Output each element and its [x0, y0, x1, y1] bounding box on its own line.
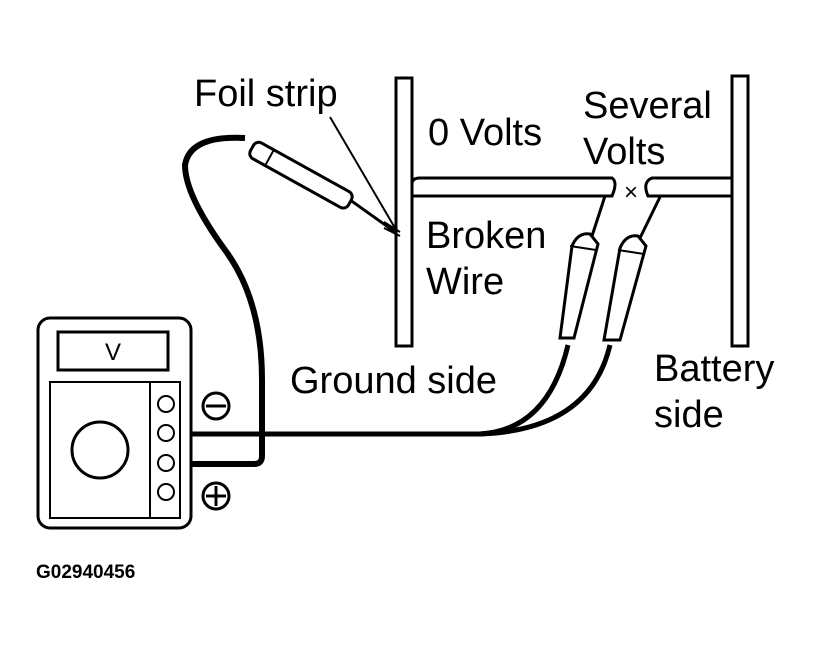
label-broken-wire-line2: Wire — [426, 261, 504, 303]
probe-battery-side — [602, 196, 662, 342]
meter-jack-4 — [157, 483, 175, 501]
label-foil-strip: Foil strip — [194, 73, 338, 115]
ground-probe-lead — [178, 134, 396, 467]
label-ground-side: Ground side — [290, 360, 497, 402]
harness-frame — [394, 74, 750, 348]
label-broken-wire-line1: Broken — [426, 215, 546, 257]
left-post — [394, 76, 414, 348]
label-several-volts-line1: Several — [583, 85, 712, 127]
meter-jack-3 — [157, 454, 175, 472]
label-battery-side-line2: side — [654, 394, 724, 436]
meter-dial — [70, 420, 130, 480]
right-post — [730, 74, 750, 348]
plus-circle-icon — [201, 481, 231, 511]
break-mark: × — [624, 179, 638, 206]
probe-ground-side — [558, 195, 607, 340]
label-battery-side-line1: Battery — [654, 348, 774, 390]
multimeter: V — [36, 316, 193, 530]
meter-jack-1 — [157, 395, 175, 413]
meter-jacks — [157, 395, 175, 501]
foil-strip — [329, 116, 401, 237]
wire-segment-battery-side — [644, 176, 734, 198]
ground-probe — [248, 140, 396, 233]
meter-display — [56, 330, 170, 372]
broken-wire — [410, 176, 734, 198]
meter-display-text: V — [105, 339, 121, 366]
label-zero-volts: 0 Volts — [428, 112, 542, 154]
label-several-volts-line2: Volts — [583, 131, 665, 173]
wire-segment-ground-side — [410, 176, 617, 198]
figure-code: G02940456 — [36, 562, 135, 583]
meter-jack-2 — [157, 424, 175, 442]
minus-circle-icon — [201, 391, 231, 421]
test-leads — [178, 344, 613, 437]
